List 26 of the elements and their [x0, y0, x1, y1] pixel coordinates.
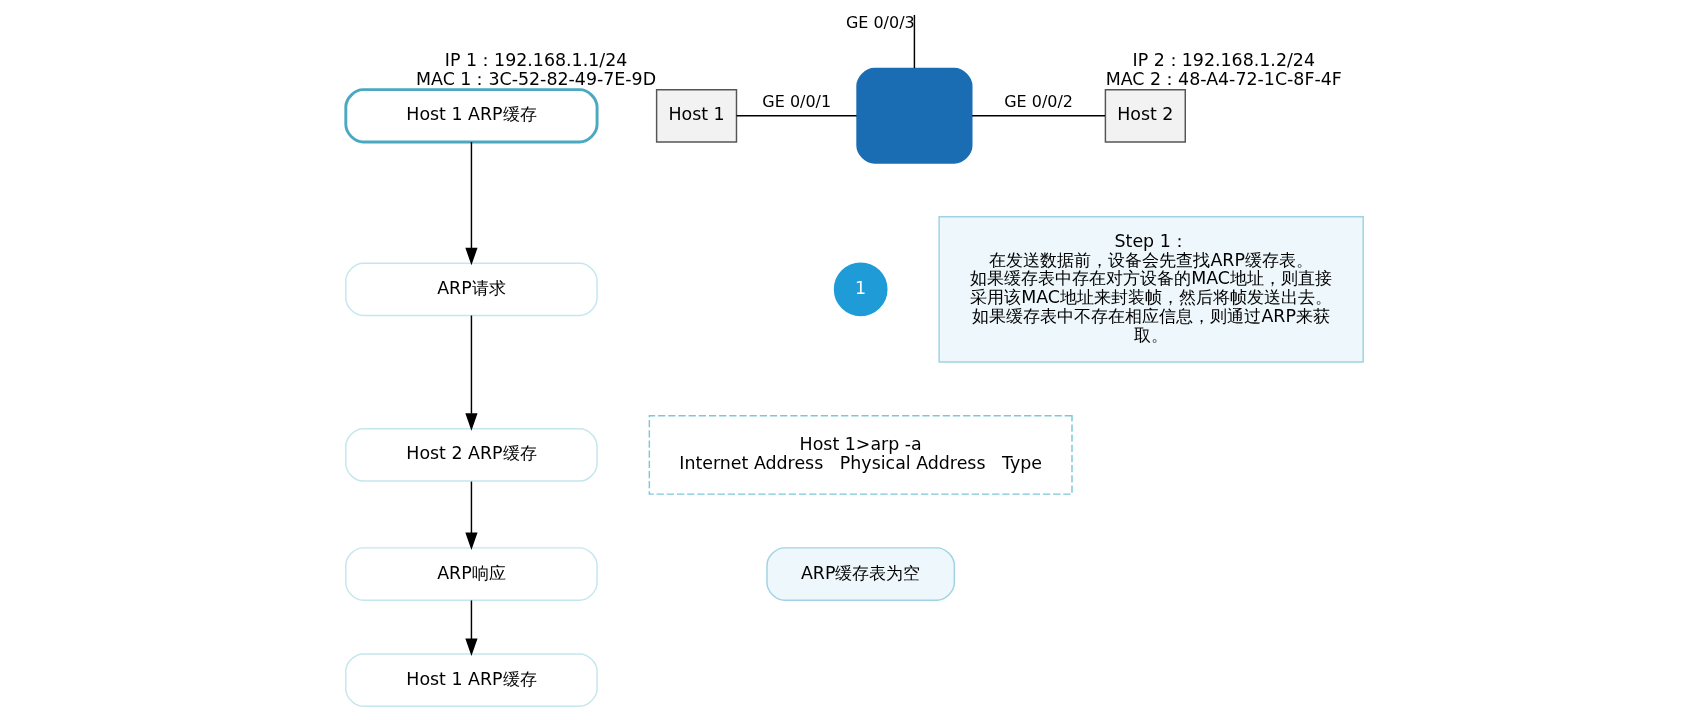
arrow — [464, 141, 478, 266]
label: 1 — [854, 277, 866, 298]
connector — [913, 14, 915, 69]
edge-label: GE 0/0/1 — [761, 91, 831, 111]
node-box: ARP请求 — [344, 262, 598, 317]
edge-label: GE 0/0/2 — [1003, 91, 1073, 111]
edge-label: GE 0/0/3 — [845, 12, 915, 32]
node-label: IP 1：192.168.1.1/24 — [444, 49, 627, 70]
node-box: Host 1 ARP缓存 — [343, 88, 599, 144]
node-label: IP 2：192.168.1.2/24 — [1132, 49, 1315, 70]
connector — [970, 115, 1106, 117]
arrow — [464, 314, 478, 431]
node-box: ARP缓存表为空 — [765, 547, 955, 601]
connector — [735, 115, 857, 117]
node-box: Host 2 — [1104, 88, 1186, 143]
node-box: Host 1>arp -a Internet Address Physical Address Type — [648, 415, 1073, 495]
node-label: MAC 1：3C-52-82-49-7E-9D — [415, 68, 656, 89]
node-box: Host 1 — [655, 88, 737, 143]
node-box: Host 2 ARP缓存 — [344, 428, 598, 482]
node-label: MAC 2：48-A4-72-1C-8F-4F — [1105, 68, 1342, 89]
arrow — [464, 599, 478, 657]
node-box: Step 1： 在发送数据前，设备会先查找ARP缓存表。 如果缓存表中存在对方设备的MAC地址，则直接采用该MAC地址来封装帧，然后将帧发送出去。如果缓存表中不存在相应信息，则通过ARP来获取。 — [937, 216, 1364, 363]
node-box — [855, 67, 972, 164]
arrow — [464, 480, 478, 550]
node-box: ARP响应 — [344, 547, 598, 601]
node-box: Host 1 ARP缓存 — [344, 653, 598, 707]
